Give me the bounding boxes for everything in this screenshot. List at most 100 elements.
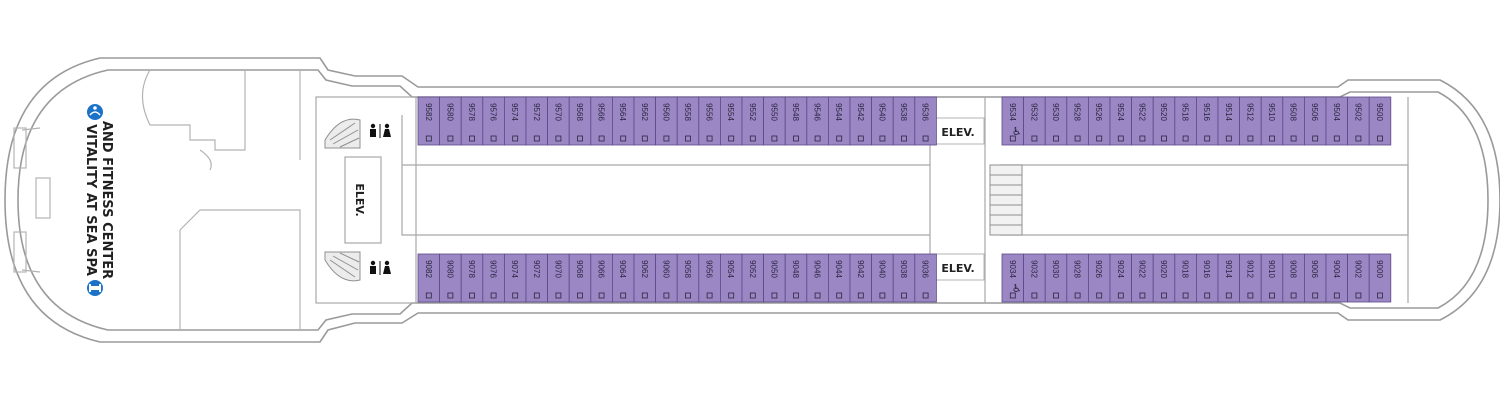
cabin-number: 9518 <box>1181 103 1190 121</box>
cabin-9538[interactable]: 9538 <box>892 96 916 146</box>
cabin-9064[interactable]: 9064 <box>612 253 635 303</box>
sofa-bed-icon <box>901 292 907 299</box>
cabin-9570[interactable]: 9570 <box>547 96 570 146</box>
cabin-9534[interactable]: 9534♿ <box>1001 96 1025 146</box>
cabin-9520[interactable]: 9520 <box>1152 96 1176 146</box>
cabin-9554[interactable]: 9554 <box>720 96 743 146</box>
sofa-bed-icon <box>922 292 929 299</box>
cabin-9576[interactable]: 9576 <box>482 96 505 146</box>
cabin-9514[interactable]: 9514 <box>1217 96 1241 146</box>
cabin-9508[interactable]: 9508 <box>1282 96 1305 146</box>
cabin-9036[interactable]: 9036 <box>914 253 937 303</box>
cabin-9008[interactable]: 9008 <box>1282 253 1305 303</box>
cabin-9002[interactable]: 9002 <box>1347 253 1370 303</box>
cabin-number: 9018 <box>1181 260 1190 278</box>
cabin-9082[interactable]: 9082 <box>417 253 441 303</box>
cabin-9010[interactable]: 9010 <box>1260 253 1284 303</box>
cabin-9504[interactable]: 9504 <box>1325 96 1349 146</box>
cabin-9058[interactable]: 9058 <box>676 253 700 303</box>
sofa-bed-icon <box>814 292 821 299</box>
cabin-9500[interactable]: 9500 <box>1368 96 1392 146</box>
cabin-9062[interactable]: 9062 <box>633 253 657 303</box>
cabin-9070[interactable]: 9070 <box>547 253 570 303</box>
cabin-9038[interactable]: 9038 <box>892 253 916 303</box>
sofa-bed-icon <box>685 292 691 299</box>
cabin-9530[interactable]: 9530 <box>1044 96 1068 146</box>
cabin-9506[interactable]: 9506 <box>1304 96 1327 146</box>
sofa-bed-icon <box>533 292 540 299</box>
cabin-9556[interactable]: 9556 <box>698 96 721 146</box>
cabin-9536[interactable]: 9536 <box>914 96 937 146</box>
cabin-9014[interactable]: 9014 <box>1217 253 1241 303</box>
cabin-9510[interactable]: 9510 <box>1260 96 1284 146</box>
cabin-9526[interactable]: 9526 <box>1088 96 1111 146</box>
cabin-9564[interactable]: 9564 <box>612 96 635 146</box>
cabin-9044[interactable]: 9044 <box>828 253 851 303</box>
cabin-9066[interactable]: 9066 <box>590 253 613 303</box>
cabin-9046[interactable]: 9046 <box>806 253 829 303</box>
cabin-9020[interactable]: 9020 <box>1152 253 1176 303</box>
cabin-9028[interactable]: 9028 <box>1066 253 1089 303</box>
sofa-bed-icon <box>1377 135 1383 142</box>
cabin-9072[interactable]: 9072 <box>525 253 549 303</box>
cabin-9076[interactable]: 9076 <box>482 253 505 303</box>
cabin-9558[interactable]: 9558 <box>676 96 700 146</box>
cabin-9566[interactable]: 9566 <box>590 96 613 146</box>
cabin-9016[interactable]: 9016 <box>1196 253 1219 303</box>
cabin-9518[interactable]: 9518 <box>1174 96 1197 146</box>
cabin-number: 9004 <box>1332 260 1341 278</box>
cabin-9056[interactable]: 9056 <box>698 253 721 303</box>
cabin-9032[interactable]: 9032 <box>1023 253 1046 303</box>
sofa-bed-icon <box>663 135 670 142</box>
cabin-9004[interactable]: 9004 <box>1325 253 1349 303</box>
cabin-9040[interactable]: 9040 <box>871 253 894 303</box>
cabin-9024[interactable]: 9024 <box>1109 253 1133 303</box>
cabin-9580[interactable]: 9580 <box>439 96 462 146</box>
cabin-9522[interactable]: 9522 <box>1131 96 1154 146</box>
cabin-9068[interactable]: 9068 <box>568 253 592 303</box>
cabin-9030[interactable]: 9030 <box>1044 253 1068 303</box>
cabin-9528[interactable]: 9528 <box>1066 96 1089 146</box>
cabin-9546[interactable]: 9546 <box>806 96 829 146</box>
cabin-9512[interactable]: 9512 <box>1239 96 1262 146</box>
cabin-9022[interactable]: 9022 <box>1131 253 1154 303</box>
cabin-9524[interactable]: 9524 <box>1109 96 1133 146</box>
cabin-9048[interactable]: 9048 <box>784 253 808 303</box>
cabin-9000[interactable]: 9000 <box>1368 253 1392 303</box>
cabin-9532[interactable]: 9532 <box>1023 96 1046 146</box>
cabin-9080[interactable]: 9080 <box>439 253 462 303</box>
cabin-9540[interactable]: 9540 <box>871 96 894 146</box>
cabin-9544[interactable]: 9544 <box>828 96 851 146</box>
restroom-icon <box>370 123 391 138</box>
cabin-9054[interactable]: 9054 <box>720 253 743 303</box>
sofa-bed-icon <box>857 292 864 299</box>
cabin-9012[interactable]: 9012 <box>1239 253 1262 303</box>
cabin-9074[interactable]: 9074 <box>503 253 527 303</box>
spa-interior-walls <box>13 69 301 330</box>
cabin-9560[interactable]: 9560 <box>655 96 678 146</box>
cabin-9018[interactable]: 9018 <box>1174 253 1197 303</box>
cabin-9006[interactable]: 9006 <box>1304 253 1327 303</box>
cabin-9026[interactable]: 9026 <box>1088 253 1111 303</box>
cabin-number: 9552 <box>748 103 757 121</box>
cabin-9034[interactable]: 9034♿ <box>1001 253 1025 303</box>
cabin-9050[interactable]: 9050 <box>763 253 786 303</box>
cabin-9060[interactable]: 9060 <box>655 253 678 303</box>
cabin-9582[interactable]: 9582 <box>417 96 441 146</box>
sofa-bed-icon <box>857 135 864 142</box>
cabin-9078[interactable]: 9078 <box>460 253 484 303</box>
cabin-9578[interactable]: 9578 <box>460 96 484 146</box>
cabin-9562[interactable]: 9562 <box>633 96 657 146</box>
cabin-9042[interactable]: 9042 <box>849 253 873 303</box>
cabin-9542[interactable]: 9542 <box>849 96 873 146</box>
cabin-9516[interactable]: 9516 <box>1196 96 1219 146</box>
sofa-bed-icon <box>490 292 497 299</box>
cabin-9052[interactable]: 9052 <box>741 253 765 303</box>
cabin-9548[interactable]: 9548 <box>784 96 808 146</box>
cabin-9502[interactable]: 9502 <box>1347 96 1370 146</box>
cabin-9552[interactable]: 9552 <box>741 96 765 146</box>
cabin-9550[interactable]: 9550 <box>763 96 786 146</box>
cabin-9572[interactable]: 9572 <box>525 96 549 146</box>
cabin-9568[interactable]: 9568 <box>568 96 592 146</box>
cabin-9574[interactable]: 9574 <box>503 96 527 146</box>
